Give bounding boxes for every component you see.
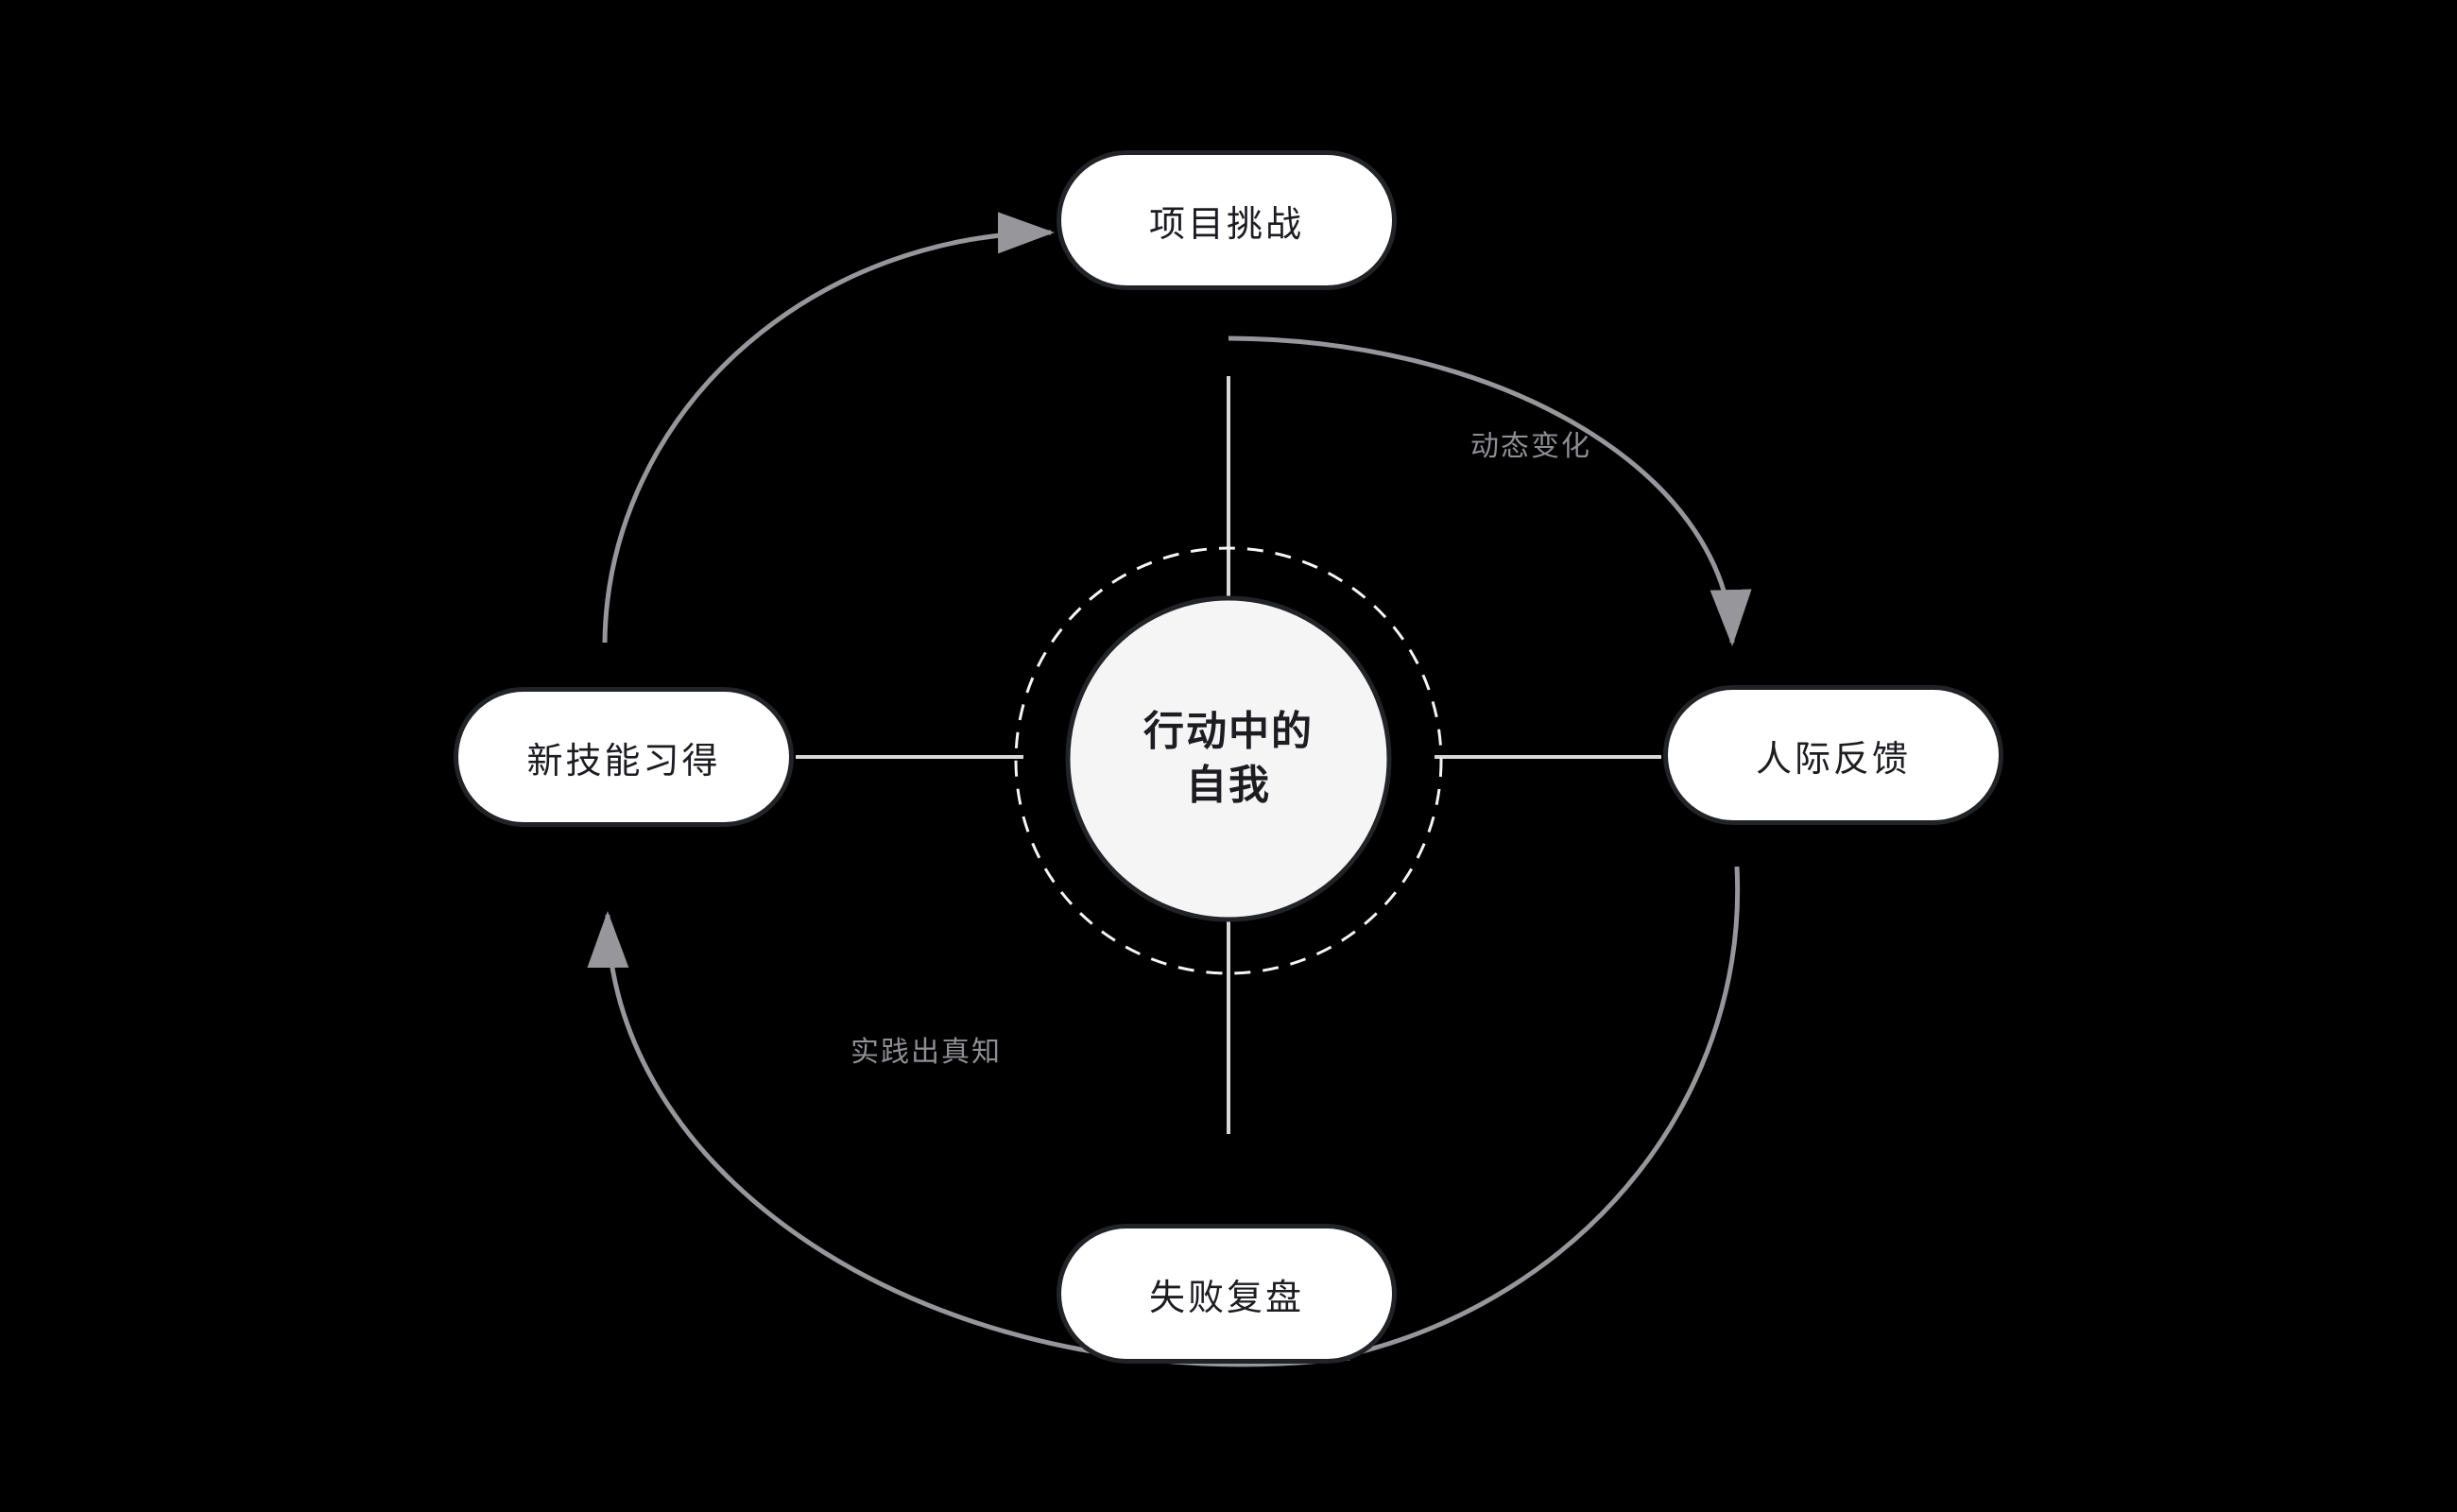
node-project-challenge[interactable]: 项目挑战 bbox=[1057, 150, 1397, 290]
center-node-label-line2: 自我 bbox=[1186, 763, 1271, 808]
node-interpersonal-feedback[interactable]: 人际反馈 bbox=[1663, 685, 2003, 825]
arc-feedback-to-review bbox=[1354, 866, 1741, 1356]
node-failure-review-label: 失败复盘 bbox=[1148, 1278, 1304, 1318]
arc-challenge-to-feedback bbox=[1228, 335, 1752, 646]
node-interpersonal-feedback-label: 人际反馈 bbox=[1755, 739, 1911, 780]
dashed-ring bbox=[1014, 546, 1443, 975]
node-new-skill-acquisition[interactable]: 新技能习得 bbox=[454, 687, 794, 827]
node-failure-review[interactable]: 失败复盘 bbox=[1057, 1224, 1397, 1364]
node-project-challenge-label: 项目挑战 bbox=[1148, 204, 1304, 245]
node-new-skill-acquisition-label: 新技能习得 bbox=[526, 741, 721, 782]
edge-label-practice-brings-truth[interactable]: 实践出真知 bbox=[850, 1037, 1002, 1068]
arc-skill-to-challenge bbox=[602, 212, 1055, 644]
edge-label-dynamic-change[interactable]: 动态变化 bbox=[1470, 431, 1591, 462]
center-node-label-line1: 行动中的 bbox=[1143, 709, 1314, 755]
center-circle-shape[interactable] bbox=[1065, 595, 1392, 922]
center-node-label[interactable]: 行动中的 自我 bbox=[1143, 705, 1314, 813]
